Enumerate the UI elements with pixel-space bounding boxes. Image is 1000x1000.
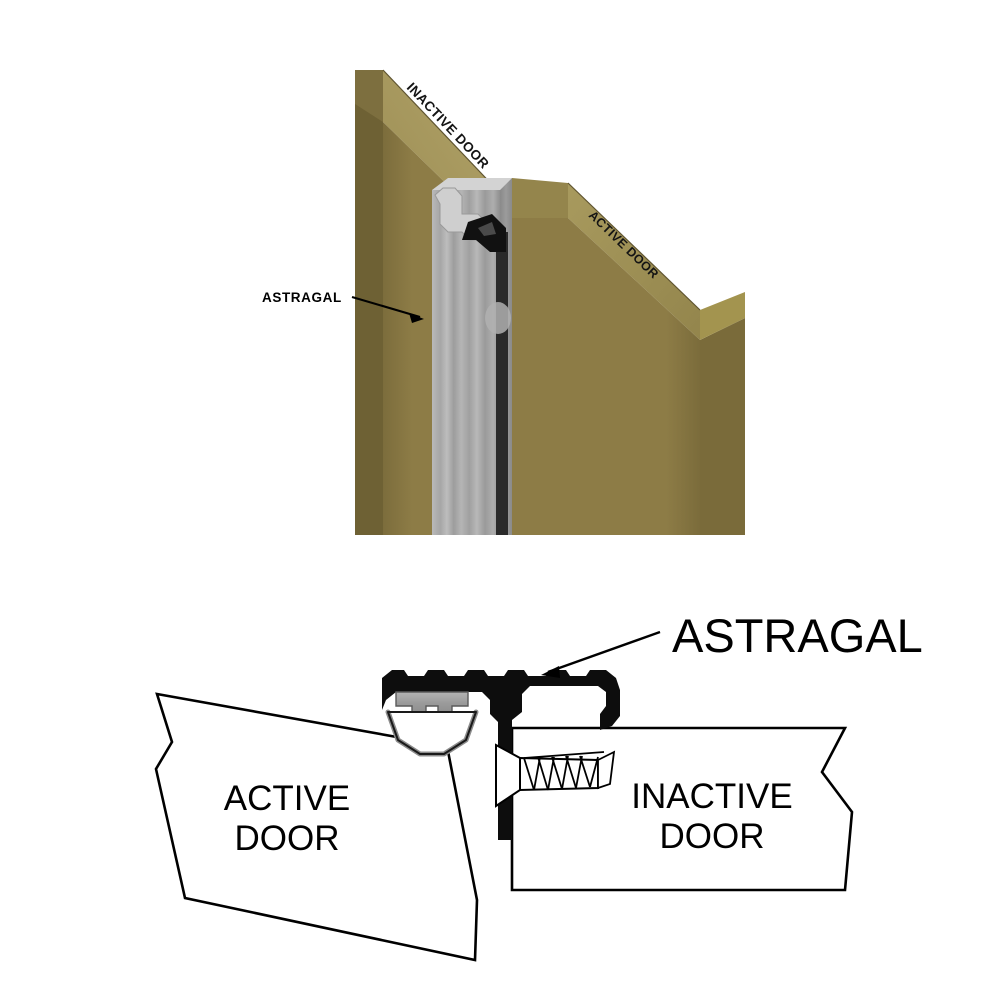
active-door-upper-slope	[512, 178, 568, 218]
active-door-label-line2: DOOR	[235, 819, 340, 858]
active-door-bevel	[568, 183, 700, 340]
inactive-door-panel-section: INACTIVE DOOR	[510, 726, 854, 892]
astragal-label-top: ASTRAGAL	[262, 290, 342, 305]
astragal-callout-bottom: ASTRAGAL	[541, 609, 923, 678]
astragal-leader-line-top	[351, 295, 421, 319]
astragal-arrowhead-top	[409, 313, 424, 323]
astragal-arrowhead-bottom	[541, 666, 560, 678]
active-door-face	[512, 218, 700, 535]
screw-threads	[523, 751, 605, 791]
inactive-door-label-line2: DOOR	[660, 817, 765, 856]
inactive-door-bevel-crease	[382, 69, 501, 194]
screw-tip	[597, 750, 616, 790]
active-door-solid	[512, 178, 745, 535]
active-door-outline	[154, 692, 479, 962]
astragal-label-bottom: ASTRAGAL	[672, 609, 923, 662]
active-door-corner-chamfer	[700, 292, 745, 340]
astragal-callout-top: ASTRAGAL	[262, 290, 424, 323]
active-door-label-line1: ACTIVE	[224, 779, 350, 818]
inactive-door-label-line1: INACTIVE	[631, 777, 792, 816]
active-door-panel-section: ACTIVE DOOR	[154, 692, 479, 962]
inactive-door-bevel-shade	[355, 70, 383, 122]
astragal-body	[432, 190, 500, 535]
astragal-retainer-insert	[395, 691, 469, 715]
screw-assembly	[495, 743, 616, 808]
astragal-gasket-highlight	[478, 222, 496, 236]
astragal-fastener-boss	[485, 302, 511, 334]
active-door-right-edge	[700, 318, 745, 535]
astragal-gasket-loop	[387, 711, 477, 755]
active-door-bevel-crease	[567, 182, 701, 311]
astragal-leader-line-bottom	[547, 630, 661, 674]
astragal-extrusion-iso	[432, 178, 512, 535]
astragal-top-cap	[432, 178, 512, 190]
